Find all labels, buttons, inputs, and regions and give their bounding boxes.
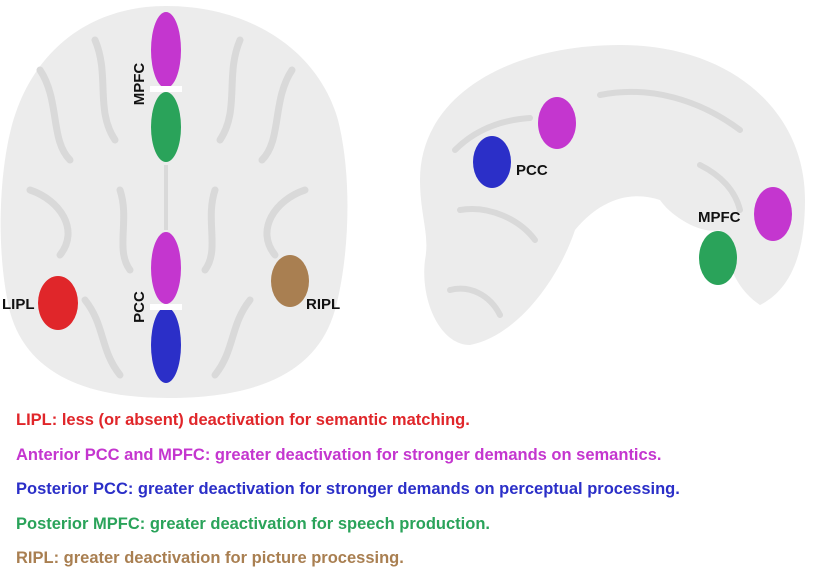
- sagittal-slice: PCC MPFC: [420, 45, 805, 345]
- axial-pcc-anterior-region: [151, 232, 181, 304]
- sagittal-pcc-label: PCC: [516, 162, 548, 179]
- legend-item-posterior-pcc: Posterior PCC: greater deactivation for …: [16, 480, 680, 498]
- brain-figure: MPFC PCC LIPL RIPL PCC MPFC: [0, 6, 805, 398]
- lipl-label: LIPL: [2, 296, 35, 313]
- sagittal-mpfc-label: MPFC: [698, 209, 741, 226]
- ripl-label: RIPL: [306, 296, 340, 313]
- sagittal-posterior-pcc-region: [473, 136, 511, 188]
- lipl-region: [38, 276, 78, 330]
- axial-pcc-label: PCC: [131, 291, 148, 323]
- legend-item-anterior: Anterior PCC and MPFC: greater deactivat…: [16, 445, 662, 464]
- axial-mpfc-anterior-region: [151, 12, 181, 88]
- axial-mpfc-label: MPFC: [131, 63, 148, 106]
- axial-mpfc-posterior-region: [151, 92, 181, 162]
- legend-item-lipl: LIPL: less (or absent) deactivation for …: [16, 411, 470, 429]
- sagittal-anterior-pcc-region: [538, 97, 576, 149]
- axial-pcc-divider: [150, 304, 182, 310]
- legend-item-ripl: RIPL: greater deactivation for picture p…: [16, 549, 404, 567]
- legend-item-posterior-mpfc: Posterior MPFC: greater deactivation for…: [16, 514, 490, 533]
- axial-slice: MPFC PCC LIPL RIPL: [0, 6, 348, 398]
- sagittal-anterior-mpfc-region: [754, 187, 792, 241]
- sagittal-posterior-mpfc-region: [699, 231, 737, 285]
- axial-sulci: [26, 36, 309, 379]
- sagittal-sulci: [447, 88, 743, 318]
- axial-pcc-posterior-region: [151, 307, 181, 383]
- legend: LIPL: less (or absent) deactivation for …: [16, 403, 816, 576]
- axial-mpfc-divider: [150, 86, 182, 92]
- ripl-region: [271, 255, 309, 307]
- sagittal-cerebellum-gap: [582, 207, 661, 293]
